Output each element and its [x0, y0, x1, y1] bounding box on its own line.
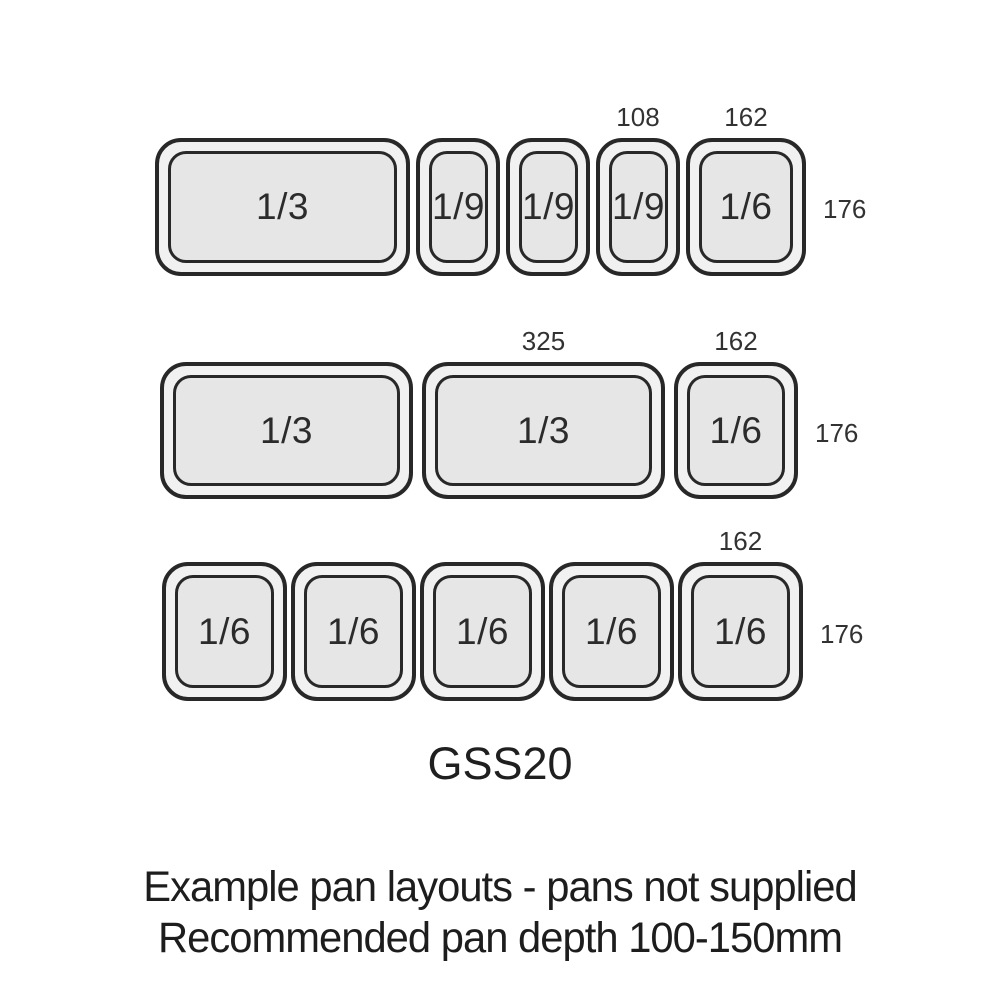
pan-size-label: 1/6: [709, 409, 763, 451]
pan-size-label: 1/6: [456, 610, 509, 652]
pan-inner: 1/6: [562, 575, 661, 688]
pan-size-label: 1/9: [522, 186, 575, 227]
caption-line-1: Example pan layouts - pans not supplied: [143, 863, 857, 911]
pan-1-6: 1/6: [291, 562, 416, 701]
pan-size-label: 1/6: [327, 610, 380, 652]
pan-size-label: 1/9: [432, 186, 485, 227]
pan-inner: 1/3: [435, 375, 652, 486]
pan-1-6: 162 1/6: [686, 102, 806, 276]
model-title: GSS20: [427, 738, 573, 789]
pan-inner: 1/9: [429, 151, 488, 263]
pan-inner: 1/6: [175, 575, 274, 688]
pan-size-label: 1/6: [585, 610, 638, 652]
dimension-label-width: 108: [616, 102, 660, 132]
dimension-label-width: 162: [714, 326, 758, 356]
pan-row-3: 1/6 1/6 1/6 1/6 162 1/6 176: [162, 526, 863, 701]
pan-inner: 1/6: [699, 151, 793, 263]
pan-inner: 1/6: [691, 575, 790, 688]
pan-1-3: 1/3: [160, 362, 413, 499]
dimension-label-depth: 176: [823, 193, 867, 224]
pan-size-label: 1/6: [714, 610, 767, 652]
pan-inner: 1/3: [173, 375, 400, 486]
pan-size-label: 1/9: [612, 186, 665, 227]
dimension-label-width: 162: [724, 102, 768, 132]
pan-1-9: 1/9: [506, 138, 590, 276]
pan-1-3: 1/3: [155, 138, 410, 276]
caption-line-2: Recommended pan depth 100-150mm: [157, 914, 843, 962]
pan-row-1: 1/3 1/9 1/9 108 1/9 162 1/6 176: [155, 102, 866, 276]
pan-size-label: 1/3: [256, 186, 309, 227]
pan-inner: 1/6: [687, 375, 785, 486]
caption: Example pan layouts - pans not supplied …: [15, 862, 985, 964]
pan-inner: 1/6: [433, 575, 532, 688]
pan-1-6: 1/6: [420, 562, 545, 701]
dimension-label-depth: 176: [815, 417, 859, 448]
pan-1-6: 1/6: [162, 562, 287, 701]
pan-1-6: 1/6: [549, 562, 674, 701]
pan-1-9: 1/9: [416, 138, 500, 276]
pan-size-label: 1/6: [198, 610, 251, 652]
dimension-label-width: 162: [718, 526, 763, 556]
pan-1-6: 162 1/6: [678, 526, 803, 701]
pan-1-3: 325 1/3: [422, 326, 665, 499]
pan-row-2: 1/3 325 1/3 162 1/6 176: [160, 326, 858, 499]
pan-inner: 1/3: [168, 151, 397, 263]
pan-1-6: 162 1/6: [674, 326, 798, 499]
dimension-label-depth: 176: [820, 618, 864, 649]
pan-1-9: 108 1/9: [596, 102, 680, 276]
pan-size-label: 1/6: [719, 186, 773, 227]
pan-inner: 1/9: [609, 151, 668, 263]
pan-size-label: 1/3: [260, 409, 313, 451]
pan-inner: 1/9: [519, 151, 578, 263]
pan-size-label: 1/3: [517, 409, 570, 451]
pan-inner: 1/6: [304, 575, 403, 688]
dimension-label-width: 325: [521, 326, 566, 356]
